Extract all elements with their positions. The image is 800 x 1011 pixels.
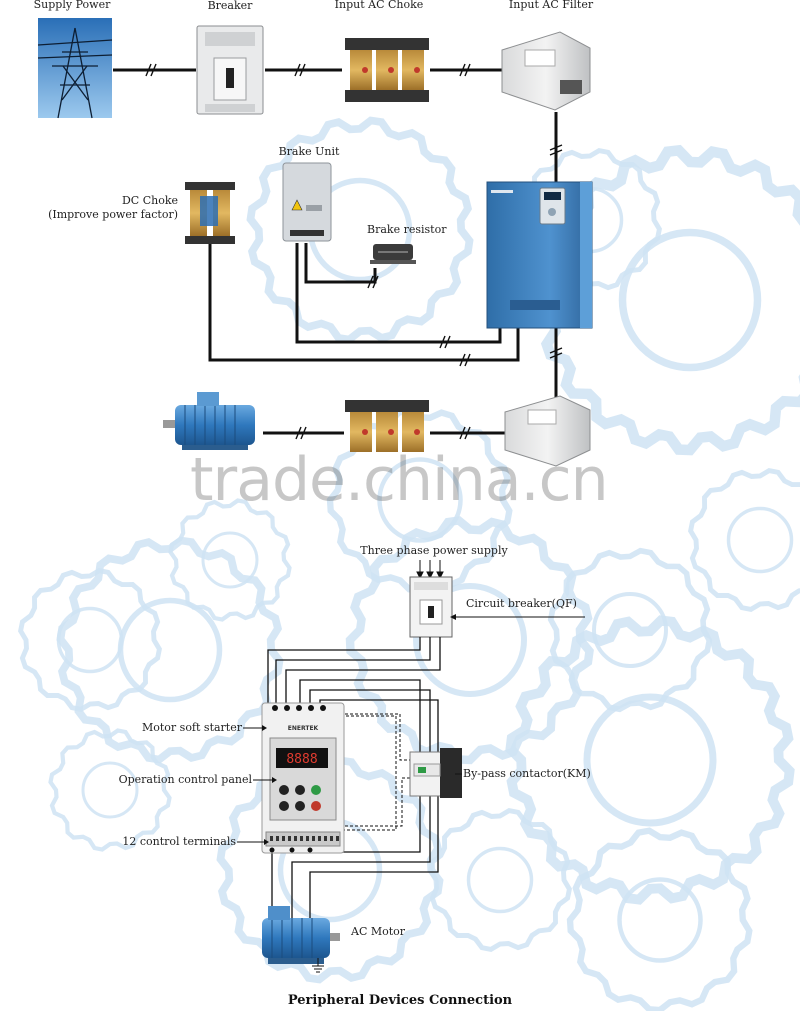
inverter-image	[486, 181, 593, 329]
brake-resistor-label: Brake resistor	[367, 223, 447, 236]
background-gear	[168, 498, 292, 622]
supply-power-image	[37, 18, 113, 119]
background-gear	[246, 116, 474, 344]
motor-soft-starter-label: Motor soft starter	[141, 721, 242, 734]
background-gear	[56, 536, 284, 764]
background-gear-hub	[201, 531, 259, 589]
motor-soft-starter-image	[261, 702, 345, 854]
starter-brand-label: ENERTEK	[288, 725, 319, 732]
background-gear-hub	[592, 592, 668, 668]
output-ac-filter-image	[504, 395, 591, 467]
background-gear	[18, 568, 162, 712]
brake-unit-image	[282, 162, 332, 242]
starter-display-readout: 8888	[286, 752, 317, 767]
breaker-label: Breaker	[207, 0, 253, 12]
background-gear-hub	[617, 877, 703, 963]
top-wiring	[113, 68, 558, 435]
control-terminals-label: 12 control terminals	[122, 835, 236, 848]
background-gear-hub	[618, 228, 762, 372]
background-gear	[505, 615, 795, 905]
background-gear-hub	[377, 457, 463, 543]
background-gear	[547, 547, 713, 713]
supply-power-label: Supply Power	[33, 0, 111, 11]
background-gear	[688, 468, 800, 612]
watermark: trade.china.cn	[190, 445, 609, 515]
brake-unit-label: Brake Unit	[278, 145, 340, 158]
break-ticks	[145, 63, 563, 440]
input-ac-filter-image	[501, 31, 591, 111]
input-ac-filter-label: Input AC Filter	[508, 0, 594, 11]
background-gear-hub	[726, 506, 794, 574]
three-phase-supply-label: Three phase power supply	[360, 544, 508, 557]
background-gears	[18, 116, 800, 1011]
dc-choke-image	[185, 182, 235, 244]
background-gear	[428, 808, 572, 952]
dc-choke-label: DC Choke	[121, 194, 178, 207]
background-gear-hub	[413, 583, 527, 697]
breaker-image	[196, 25, 264, 115]
input-ac-choke-image	[345, 38, 429, 102]
circuit-breaker-qf-image	[409, 576, 453, 638]
label-arrowheads	[262, 725, 277, 845]
background-gear-hub	[583, 693, 717, 827]
input-ac-choke-label: Input AC Choke	[334, 0, 424, 11]
label-pointers	[237, 727, 462, 843]
bypass-contactor-image	[409, 748, 462, 798]
background-gear-hub	[56, 606, 124, 674]
background-gear-hub	[81, 761, 139, 819]
circuit-breaker-label: Circuit breaker(QF)	[466, 597, 577, 610]
bypass-contactor-label: By-pass contactor(KM)	[463, 767, 591, 780]
ac-motor-label: AC Motor	[351, 925, 406, 938]
top-ac-motor-image	[163, 392, 255, 450]
background-gear-hub	[466, 846, 534, 914]
output-ac-choke-image	[345, 400, 429, 452]
ac-motor-image	[262, 906, 340, 973]
operation-control-panel-label: Operation control panel	[118, 773, 252, 786]
brake-resistor-image	[370, 244, 416, 264]
dc-choke-sublabel: (Improve power factor)	[48, 208, 178, 221]
background-gear	[345, 516, 594, 765]
power-supply-arrows	[416, 560, 444, 580]
circuit-breaker-arrowhead	[450, 614, 456, 620]
soft-starter-wiring	[267, 637, 441, 918]
background-gear	[48, 728, 172, 852]
background-gear	[216, 756, 444, 984]
control-wiring-dashed	[330, 713, 410, 831]
footer-title: Peripheral Devices Connection	[287, 993, 513, 1008]
background-gear-hub	[117, 597, 223, 703]
background-gear	[566, 827, 753, 1011]
background-gear	[326, 407, 513, 594]
